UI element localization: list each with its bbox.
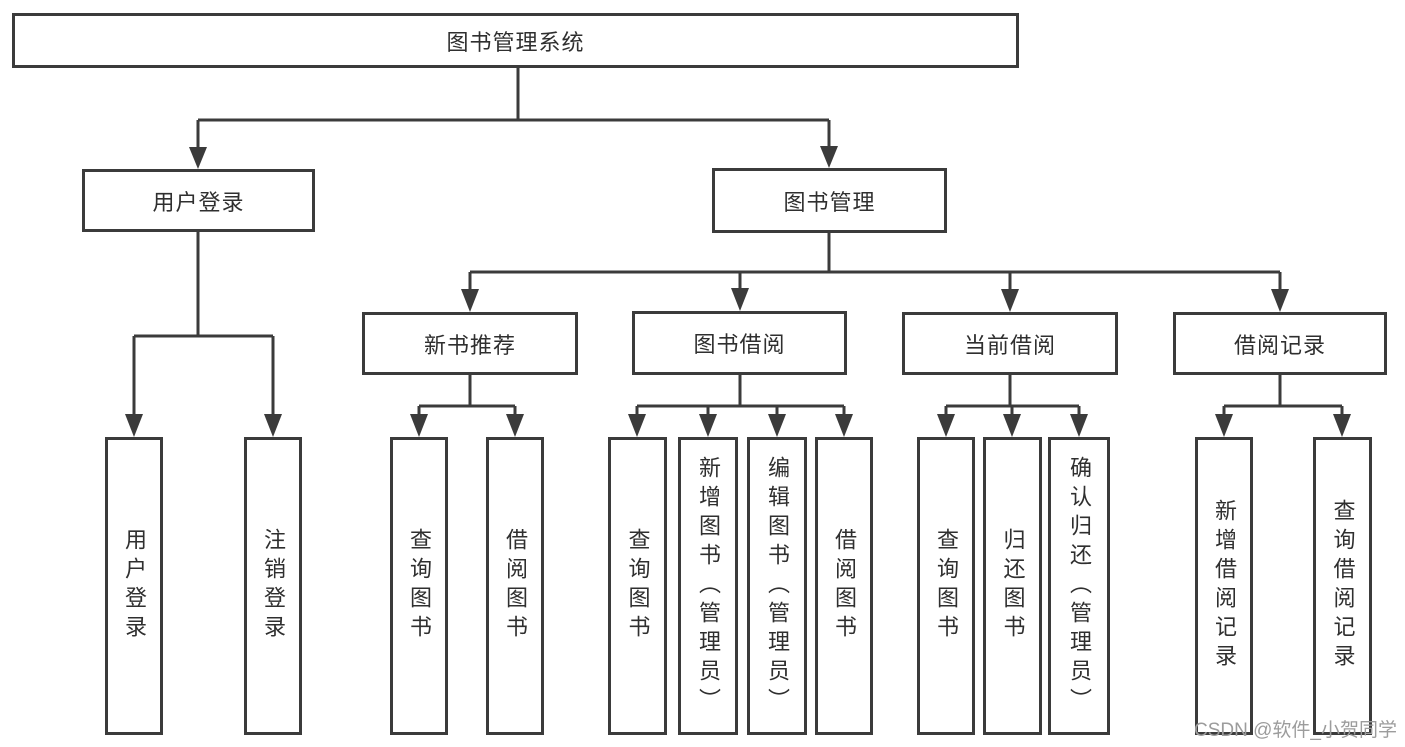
node-borrowing-records: 借阅记录 [1173, 312, 1387, 375]
leaf-borrow-books-borrowing: 借阅图书 [815, 437, 873, 735]
leaf-return-books-label: 归还图书 [1000, 528, 1026, 644]
node-current-borrowing: 当前借阅 [902, 312, 1118, 375]
node-book-management: 图书管理 [712, 168, 947, 233]
leaf-user-login-label: 用户登录 [122, 528, 147, 644]
leaf-query-borrow-record: 查询借阅记录 [1313, 437, 1372, 735]
leaf-confirm-return-admin-label: 确认归还（管理员） [1067, 455, 1092, 717]
leaf-logout: 注销登录 [244, 437, 302, 735]
node-root-system: 图书管理系统 [12, 13, 1019, 68]
node-current-borrowing-label: 当前借阅 [963, 332, 1056, 358]
node-user-login-label: 用户登录 [152, 189, 245, 215]
leaf-query-books-current-label: 查询图书 [934, 528, 959, 644]
leaf-return-books: 归还图书 [983, 437, 1042, 735]
leaf-query-books-borrowing: 查询图书 [608, 437, 667, 735]
node-root-label: 图书管理系统 [446, 29, 585, 55]
leaf-add-borrow-record: 新增借阅记录 [1195, 437, 1253, 735]
leaf-edit-books-admin: 编辑图书（管理员） [747, 437, 807, 735]
leaf-borrow-books-borrowing-label: 借阅图书 [832, 528, 857, 644]
leaf-add-books-admin-label: 新增图书（管理员） [696, 455, 721, 717]
leaf-confirm-return-admin: 确认归还（管理员） [1048, 437, 1110, 735]
leaf-add-borrow-record-label: 新增借阅记录 [1212, 499, 1237, 673]
leaf-borrow-books-recommend: 借阅图书 [486, 437, 544, 735]
csdn-watermark: CSDN @软件_小贺同学 [1194, 720, 1397, 741]
node-new-book-recommend-label: 新书推荐 [423, 332, 516, 358]
node-new-book-recommend: 新书推荐 [362, 312, 578, 375]
leaf-user-login: 用户登录 [105, 437, 163, 735]
leaf-logout-label: 注销登录 [261, 528, 286, 644]
leaf-borrow-books-recommend-label: 借阅图书 [503, 528, 528, 644]
leaf-query-books-recommend: 查询图书 [390, 437, 448, 735]
node-user-login: 用户登录 [82, 169, 315, 232]
node-book-management-label: 图书管理 [783, 189, 876, 215]
leaf-edit-books-admin-label: 编辑图书（管理员） [765, 455, 790, 717]
leaf-query-books-borrowing-label: 查询图书 [625, 528, 651, 644]
leaf-query-borrow-record-label: 查询借阅记录 [1330, 499, 1356, 673]
node-book-borrowing-label: 图书借阅 [693, 332, 786, 357]
leaf-add-books-admin: 新增图书（管理员） [678, 437, 738, 735]
node-borrowing-records-label: 借阅记录 [1233, 332, 1326, 358]
leaf-query-books-recommend-label: 查询图书 [407, 528, 432, 644]
leaf-query-books-current: 查询图书 [917, 437, 975, 735]
node-book-borrowing: 图书借阅 [632, 311, 847, 375]
